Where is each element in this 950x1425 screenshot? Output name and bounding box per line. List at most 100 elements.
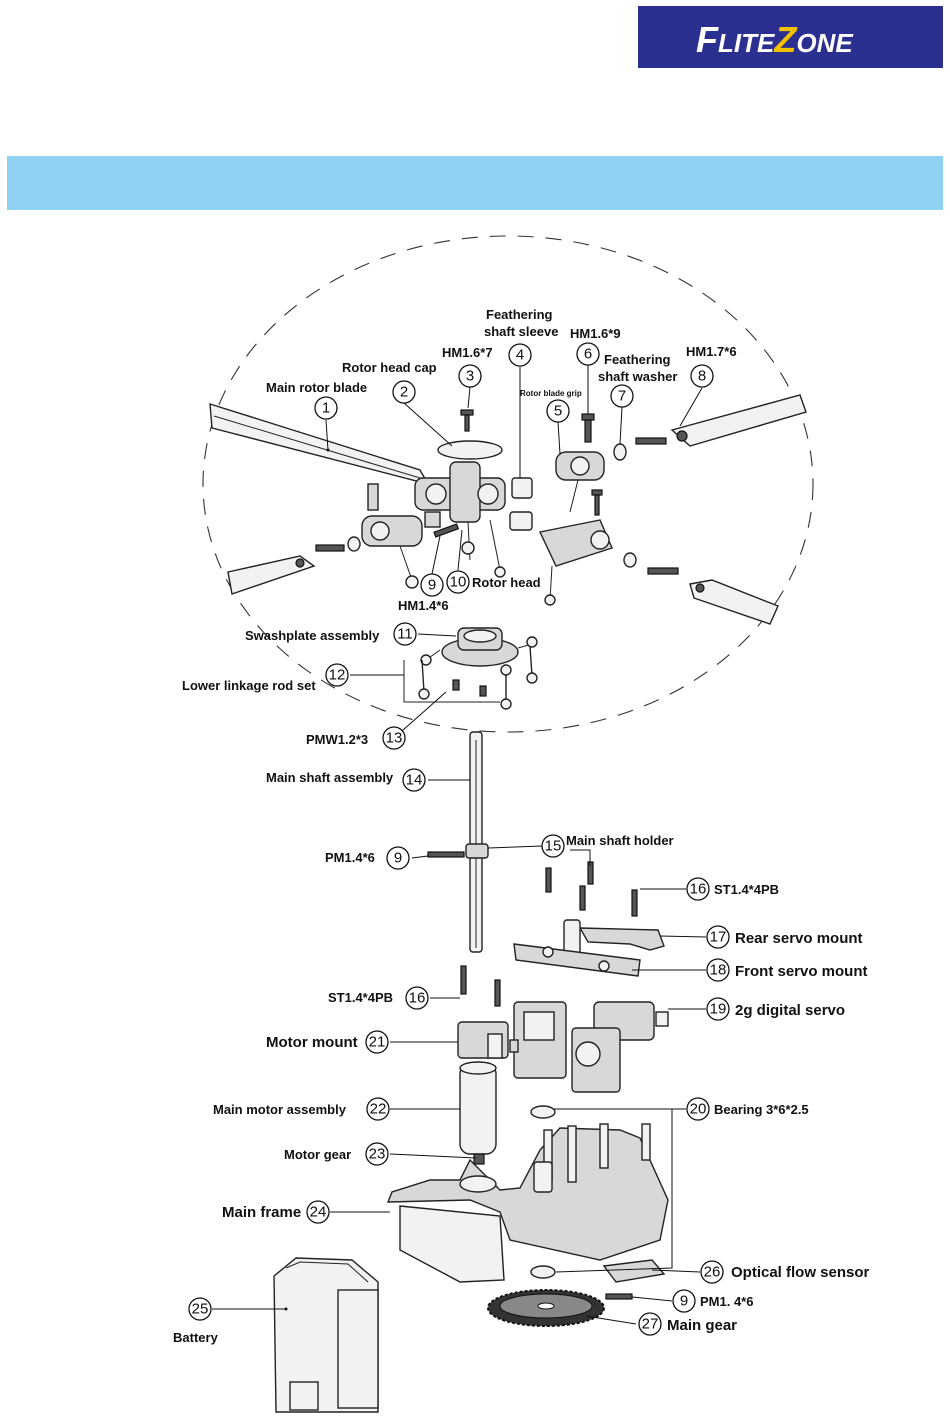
leader-27	[585, 1315, 637, 1325]
callout-21-label: Motor mount	[266, 1034, 358, 1051]
main-motor-assembly	[459, 1061, 497, 1165]
callout-27: 27 Main gear	[638, 1312, 737, 1336]
screw-pmw1-2x3-a	[452, 679, 460, 691]
leader-dot-1	[326, 448, 330, 452]
callout-11: Swashplate assembly 11	[245, 622, 417, 646]
feathering-shaft-washer-lower	[623, 552, 637, 568]
screw-hm1-7x6-lower	[647, 567, 679, 575]
leader-26	[651, 1269, 701, 1273]
callout-1: Main rotor blade 1	[266, 380, 367, 420]
callout-7: Feathering shaft washer 7	[598, 352, 677, 408]
callout-2: Rotor head cap 2	[342, 360, 437, 404]
callout-20-number: 20	[690, 1101, 707, 1118]
rear-servo-mount	[563, 919, 665, 957]
callout-26-label: Optical flow sensor	[731, 1264, 870, 1281]
screw-pm1-4x6-gear	[605, 1293, 633, 1300]
callout-2-number: 2	[400, 384, 408, 401]
logo-z: Z	[773, 19, 798, 60]
callout-5-number: 5	[554, 403, 562, 420]
leader-1	[325, 419, 329, 451]
screw-hm1-7x6-left	[315, 536, 361, 552]
callout-1-number: 1	[322, 400, 330, 417]
callout-22-number: 22	[370, 1101, 387, 1118]
callout-13: PMW1.2*3 13	[306, 726, 406, 750]
rotor-head-cap	[437, 440, 503, 460]
callout-25-label: Battery	[173, 1330, 219, 1345]
callout-17-number: 17	[710, 929, 727, 946]
screw-hm1-4x6	[433, 523, 460, 538]
main-gear	[487, 1289, 605, 1327]
callout-1-label: Main rotor blade	[266, 380, 367, 395]
callout-16a: 16 ST1.4*4PB	[686, 877, 779, 901]
callout-10: 10 Rotor head	[446, 570, 541, 594]
callout-6: HM1.6*9 6	[570, 326, 621, 366]
callout-3-label: HM1.6*7	[442, 345, 493, 360]
leader-3	[467, 386, 471, 409]
callout-5: Rotor blade grip 5	[520, 389, 582, 423]
callout-23-number: 23	[369, 1146, 386, 1163]
leader-8	[679, 387, 703, 427]
rotor-blade-grip-left	[361, 511, 441, 589]
callout-20-label: Bearing 3*6*2.5	[714, 1102, 809, 1117]
leader-7	[619, 406, 623, 445]
main-frame	[386, 1123, 669, 1283]
callout-11-number: 11	[397, 626, 413, 643]
leader-17	[659, 935, 707, 938]
leader-20b	[555, 1109, 673, 1273]
motor-mount	[457, 1021, 509, 1059]
callout-4: Feathering shaft sleeve 4	[484, 307, 558, 367]
callout-11-label: Swashplate assembly	[245, 628, 380, 643]
callout-10-number: 10	[450, 574, 467, 591]
callout-8-label: HM1.7*6	[686, 344, 737, 359]
callout-15-number: 15	[545, 838, 562, 855]
screw-hm1-7x6-right	[635, 437, 667, 445]
digital-servo-right	[571, 1001, 669, 1093]
callout-22: Main motor assembly 22	[213, 1097, 390, 1121]
callout-5-label: Rotor blade grip	[520, 389, 582, 398]
leader-9c	[631, 1296, 673, 1302]
digital-servo-left	[509, 1001, 567, 1079]
callout-4-label-line1: Feathering	[486, 307, 553, 322]
screw-pm1-4x6-shaft	[427, 851, 465, 858]
screw-st1-4x4pb-a	[545, 867, 552, 893]
callout-8: HM1.7*6 8	[686, 344, 737, 388]
logo-lite: LITE	[718, 28, 775, 58]
callout-24-number: 24	[310, 1204, 327, 1221]
callout-6-label: HM1.6*9	[570, 326, 621, 341]
callout-15-label: Main shaft holder	[566, 833, 674, 848]
logo-f: F	[696, 19, 719, 60]
rotor-blade-grip-right	[538, 451, 613, 606]
callout-17-label: Rear servo mount	[735, 930, 863, 947]
flitezone-logo: FLITEZONE	[638, 6, 943, 68]
callout-6-number: 6	[584, 346, 592, 363]
swashplate-assembly	[420, 627, 538, 667]
callout-4-number: 4	[516, 347, 524, 364]
callout-9b: PM1.4*6 9	[325, 846, 410, 870]
callout-21: Motor mount 21	[266, 1030, 389, 1054]
callout-27-label: Main gear	[667, 1317, 737, 1334]
callout-7-number: 7	[618, 388, 626, 405]
callout-10-label: Rotor head	[472, 575, 541, 590]
callout-13-label: PMW1.2*3	[306, 732, 368, 747]
detail-ellipse	[202, 235, 814, 733]
lower-linkage-rod-set	[403, 645, 538, 710]
logo-one: ONE	[796, 28, 853, 58]
callout-7-label-line2: shaft washer	[598, 369, 677, 384]
leader-10	[457, 529, 463, 571]
feathering-shaft-sleeve-upper	[511, 477, 533, 499]
main-rotor-blade-lower-left	[227, 555, 316, 595]
main-rotor-blade-lower-right	[689, 579, 779, 625]
callout-18: 18 Front servo mount	[706, 958, 868, 982]
leader-23	[389, 1153, 477, 1159]
main-rotor-blade-right	[670, 394, 807, 447]
leader-11	[417, 633, 457, 637]
callout-25-number: 25	[192, 1301, 209, 1318]
bearing-lower	[530, 1265, 556, 1279]
callout-19-number: 19	[710, 1001, 727, 1018]
header-band	[7, 156, 943, 210]
callout-23-label: Motor gear	[284, 1147, 351, 1162]
callout-26: 26 Optical flow sensor	[700, 1260, 870, 1284]
screw-st1-4x4pb-f	[494, 979, 501, 1007]
optical-flow-sensor	[602, 1259, 666, 1283]
